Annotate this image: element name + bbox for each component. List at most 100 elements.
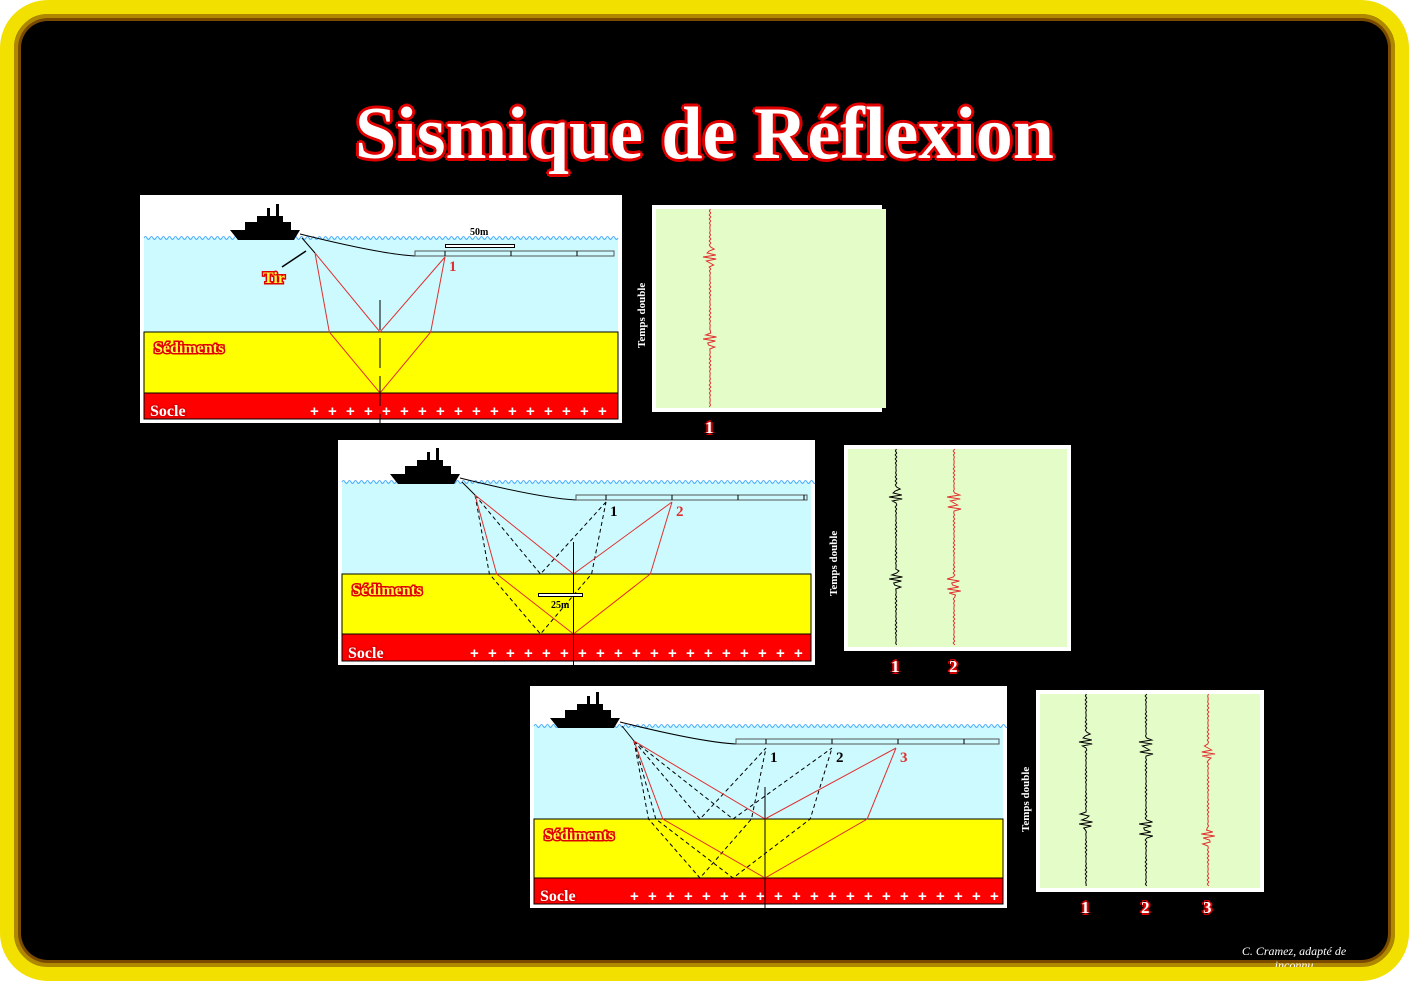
shot-cable	[461, 481, 476, 496]
ray-socle-reflection	[633, 740, 833, 879]
plus-sign: +	[738, 888, 747, 905]
plus-sign: +	[632, 645, 641, 662]
socle-label: Socle	[150, 403, 186, 420]
streamer-cable	[459, 477, 577, 501]
shot-cable	[621, 725, 635, 742]
ray-socle-reflection	[474, 494, 607, 635]
seismogram-background	[656, 209, 886, 408]
plus-sign: +	[990, 888, 999, 905]
plus-sign: +	[542, 645, 551, 662]
credit-line-1: C. Cramez, adapté de	[1241, 944, 1347, 958]
socle-layer	[143, 392, 619, 420]
receiver-label: 2	[836, 750, 844, 766]
plus-sign: +	[346, 403, 355, 420]
plus-sign: +	[954, 888, 963, 905]
plus-sign: +	[580, 403, 589, 420]
scale-label: 25m	[551, 600, 570, 611]
plus-sign: +	[828, 888, 837, 905]
plus-sign: +	[846, 888, 855, 905]
plus-sign: +	[614, 645, 623, 662]
plus-sign: +	[794, 645, 803, 662]
seismogram-1	[652, 205, 886, 412]
plus-sign: +	[488, 645, 497, 662]
receiver-label: 1	[770, 750, 778, 766]
seismogram-background	[1040, 694, 1260, 888]
seismic-trace	[946, 448, 962, 646]
streamer	[414, 250, 615, 257]
credit: C. Cramez, adapté de inconnu	[1214, 944, 1374, 972]
axis-label-temps-double: Temps double	[828, 530, 840, 596]
receiver-label: 1	[449, 259, 457, 275]
receiver-label: 1	[610, 504, 618, 520]
plus-sign: +	[526, 403, 535, 420]
sediments-label: Sédiments	[544, 827, 614, 844]
plus-sign: +	[470, 645, 479, 662]
seismic-trace	[1078, 693, 1093, 887]
trace-number: 1	[891, 657, 900, 676]
plus-sign: +	[508, 403, 517, 420]
plus-sign: +	[720, 888, 729, 905]
sediment-layer	[143, 331, 619, 394]
plus-sign: +	[972, 888, 981, 905]
socle-label: Socle	[540, 888, 576, 905]
plus-sign: +	[560, 645, 569, 662]
plus-sign: +	[684, 888, 693, 905]
sediments-label: Sédiments	[154, 340, 224, 357]
ship-icon	[390, 448, 460, 484]
plus-sign: +	[900, 888, 909, 905]
socle-layer	[341, 633, 812, 662]
plus-sign: +	[740, 645, 749, 662]
plus-sign: +	[936, 888, 945, 905]
plus-sign: +	[400, 403, 409, 420]
ray-socle-reflection	[633, 740, 767, 879]
plus-sign: +	[918, 888, 927, 905]
plus-sign: +	[630, 888, 639, 905]
water-layer	[534, 726, 1003, 819]
plus-sign: +	[864, 888, 873, 905]
seismic-trace	[888, 448, 903, 646]
plus-sign: +	[524, 645, 533, 662]
ray-sediment-reflection	[314, 252, 446, 333]
receiver-label: 2	[676, 504, 684, 520]
streamer-cable	[299, 233, 416, 257]
plus-sign: +	[666, 888, 675, 905]
trace-number: 1	[705, 418, 714, 437]
plus-sign: +	[328, 403, 337, 420]
plus-sign: +	[598, 403, 607, 420]
seismogram-background	[848, 449, 1067, 647]
seismic-trace	[702, 208, 717, 408]
plus-sign: +	[578, 645, 587, 662]
streamer	[735, 738, 1000, 745]
sediment-layer	[533, 818, 1004, 879]
streamer	[575, 494, 808, 501]
plus-sign: +	[418, 403, 427, 420]
plus-sign: +	[704, 645, 713, 662]
seismogram-3	[1036, 690, 1264, 892]
plus-sign: +	[310, 403, 319, 420]
plus-sign: +	[562, 403, 571, 420]
plus-sign: +	[490, 403, 499, 420]
plus-sign: +	[702, 888, 711, 905]
scale-label: 50m	[470, 227, 489, 238]
plus-sign: +	[436, 403, 445, 420]
plus-sign: +	[722, 645, 731, 662]
shot-cable	[301, 237, 316, 254]
plus-sign: +	[668, 645, 677, 662]
trace-number: 2	[1141, 898, 1150, 917]
credit-line-2: inconnu	[1274, 958, 1314, 972]
plus-sign: +	[758, 645, 767, 662]
seismic-trace	[1201, 693, 1216, 887]
slide-title: Sismique de Réflexion	[355, 93, 1054, 175]
axis-label-temps-double: Temps double	[1020, 766, 1032, 832]
plus-sign: +	[454, 403, 463, 420]
socle-label: Socle	[348, 645, 384, 662]
plus-sign: +	[686, 645, 695, 662]
plus-sign: +	[382, 403, 391, 420]
seismic-trace	[1138, 693, 1154, 887]
seismogram-plot	[656, 208, 886, 408]
plus-sign: +	[650, 645, 659, 662]
